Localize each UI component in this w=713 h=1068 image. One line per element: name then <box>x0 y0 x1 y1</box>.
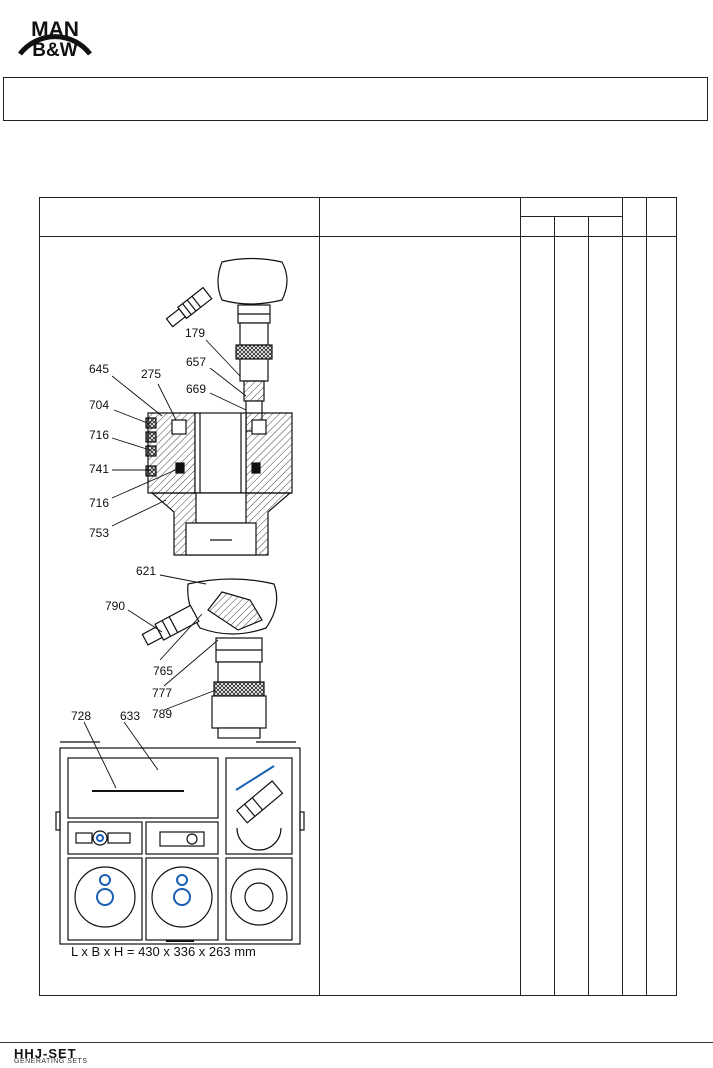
callout-275: 275 <box>141 367 162 381</box>
callout-657: 657 <box>186 355 207 369</box>
man-bw-logo: MAN B&W <box>18 18 92 60</box>
upper-assembly <box>145 257 293 556</box>
header-box <box>3 77 708 121</box>
callout-716-upper: 716 <box>89 428 110 442</box>
logo-line2: B&W <box>32 40 77 60</box>
footer-rule <box>0 1042 713 1043</box>
callout-179: 179 <box>185 326 206 340</box>
callout-716-lower: 716 <box>89 496 110 510</box>
callout-789: 789 <box>152 707 173 721</box>
logo-line1: MAN <box>31 18 79 41</box>
footer-logo: HHJ-SET <box>14 1046 77 1061</box>
middle-assembly <box>141 578 278 739</box>
callout-704: 704 <box>89 398 110 412</box>
callout-728: 728 <box>71 709 92 723</box>
callout-765: 765 <box>153 664 174 678</box>
table-border <box>39 197 677 996</box>
callout-741: 741 <box>89 462 110 476</box>
callout-753: 753 <box>89 526 110 540</box>
parts-table <box>39 197 677 996</box>
dimensions-label: L x B x H = 430 x 336 x 263 mm <box>71 944 256 959</box>
callout-621: 621 <box>136 564 157 578</box>
leader-lines <box>83 339 247 789</box>
callout-633: 633 <box>120 709 141 723</box>
blue-accents <box>96 765 275 906</box>
callout-790: 790 <box>105 599 126 613</box>
callout-777: 777 <box>152 686 173 700</box>
footer-logo-text: HHJ-SET <box>14 1046 77 1061</box>
callout-669: 669 <box>186 382 207 396</box>
callout-645: 645 <box>89 362 110 376</box>
tool-box <box>55 741 305 945</box>
footer-caption: GENERATING SETS <box>14 1058 88 1065</box>
